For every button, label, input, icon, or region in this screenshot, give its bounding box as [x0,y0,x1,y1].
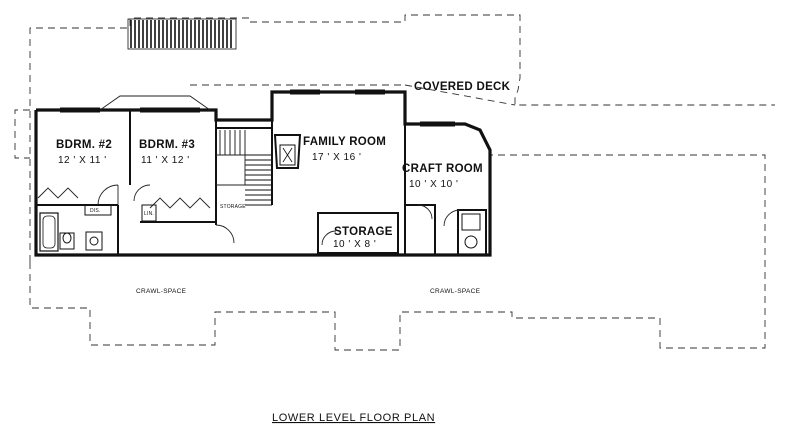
storage-label: STORAGE [334,226,393,238]
crawl-space-right-label: CRAWL-SPACE [430,288,481,295]
crawl-space-left-label: CRAWL-SPACE [136,288,187,295]
storage-dim: 10 ' X 8 ' [333,239,376,250]
mech-room-walls [457,209,487,256]
bedroom3-dim: 11 ' X 12 ' [141,155,190,166]
staircase [219,130,272,206]
crawl-space-outline [29,154,766,351]
bedroom2-dim: 12 ' X 11 ' [58,155,107,166]
deck-stair-railing [127,18,237,50]
storage-room-walls [317,212,399,254]
deck-outline [29,14,775,262]
stair-storage-label: STORAGE [220,204,246,210]
windows [60,89,455,127]
family-room-dim: 17 ' X 16 ' [312,152,361,163]
closet-shelving [37,187,211,209]
covered-deck-label: COVERED DECK [414,81,511,93]
mechanical-fixtures [141,204,481,249]
doors [97,184,461,246]
craft-room-label: CRAFT ROOM [402,163,483,175]
plan-title: LOWER LEVEL FLOOR PLAN [272,412,435,424]
craft-room-dim: 10 ' X 10 ' [409,179,458,190]
bedroom3-label: BDRM. #3 [139,139,195,151]
bathroom-fixtures [39,204,112,252]
stair-landing [216,154,246,186]
bedroom2-label: BDRM. #2 [56,139,112,151]
deck-inner-edge-2 [404,84,516,106]
bedroom-bay [99,95,211,111]
washer-label: DIS. [90,208,101,214]
linen-label: LIN. [144,211,154,217]
fireplace [273,134,302,169]
deck-left-stub [14,109,30,159]
family-room-label: FAMILY ROOM [303,136,386,148]
